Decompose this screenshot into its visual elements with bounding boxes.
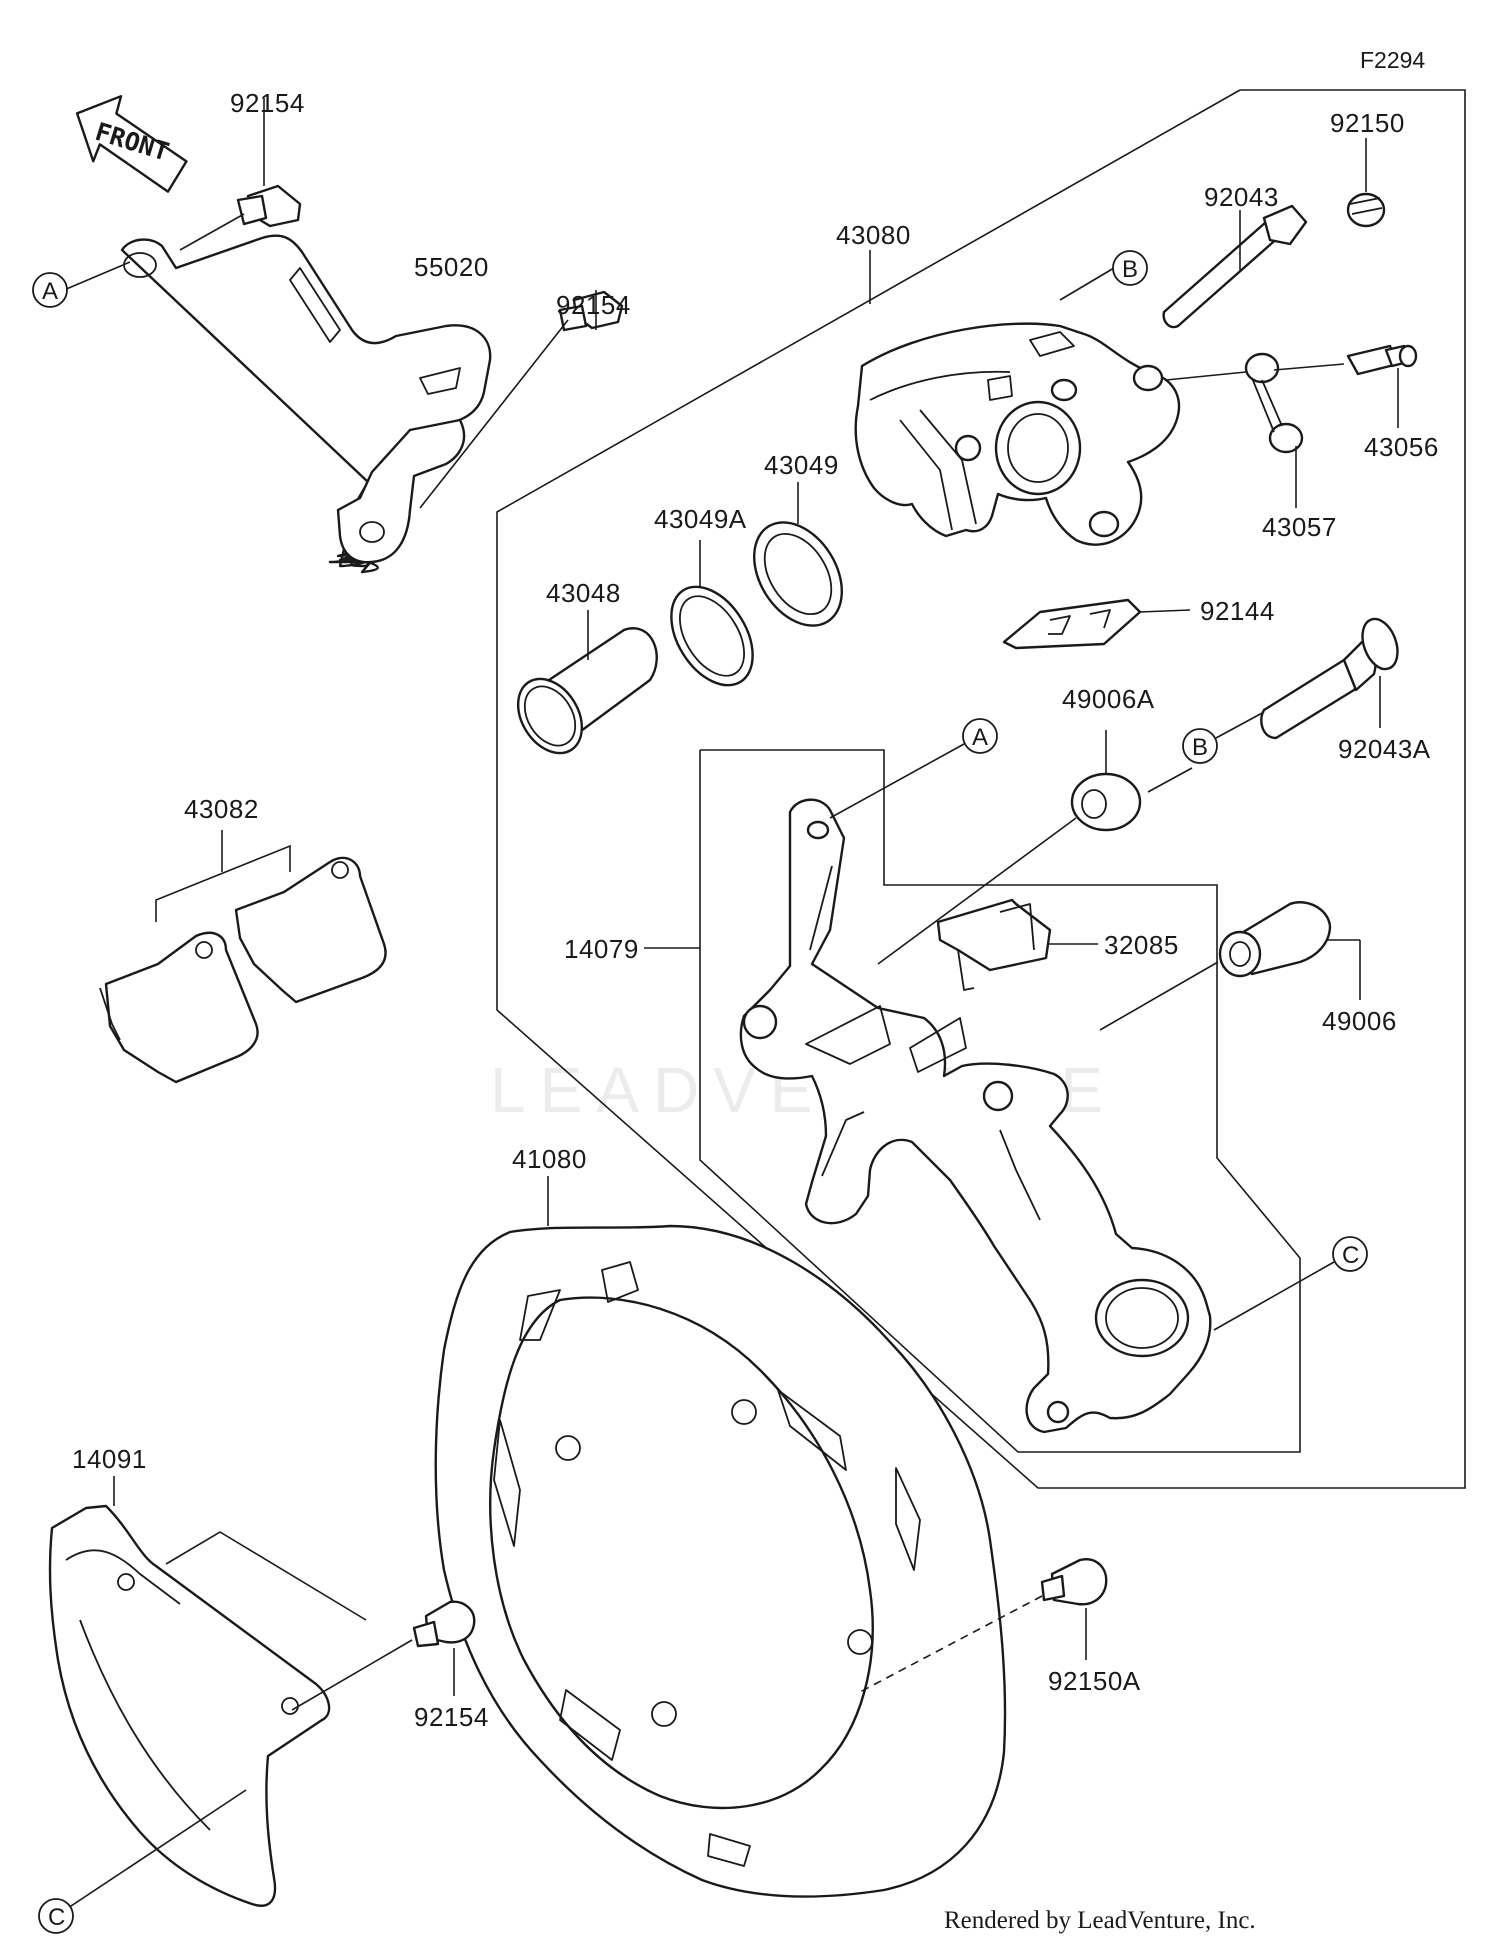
pedal-bracket-arm: [336, 418, 466, 564]
label-43082: 43082: [184, 794, 259, 824]
bushing-49006: [1099, 901, 1361, 1031]
label-92144: 92144: [1200, 596, 1275, 626]
label-43080: 43080: [836, 220, 911, 250]
label-32085: 32085: [1104, 930, 1179, 960]
label-14091: 14091: [72, 1444, 147, 1474]
seal-43049a: [670, 540, 754, 687]
bushing-49006a: [877, 730, 1193, 965]
label-92043a: 92043A: [1338, 734, 1431, 764]
svg-text:B: B: [1192, 734, 1208, 761]
caliper-body: [854, 322, 1181, 546]
label-92043: 92043: [1204, 182, 1279, 212]
bolt-92150a: [859, 1558, 1108, 1693]
label-43056: 43056: [1364, 432, 1439, 462]
assembly-43080-outline: [496, 89, 1466, 1489]
bleeder-cap-43057: [1165, 352, 1304, 508]
leader-c-bracket: [1213, 1261, 1335, 1331]
plug-92150: [1346, 138, 1386, 228]
bolt-92154-mid: [419, 290, 624, 509]
pad-spring-92144: [1002, 598, 1191, 650]
ref-circle-a-mid: A: [962, 718, 998, 754]
bleeder-valve-43056: [1273, 344, 1418, 428]
svg-text:C: C: [1342, 1242, 1359, 1269]
brake-pads-43082: [99, 830, 387, 1084]
label-92154-mid: 92154: [556, 290, 631, 320]
render-credit: Rendered by LeadVenture, Inc.: [944, 1907, 1256, 1934]
label-92150: 92150: [1330, 108, 1405, 138]
label-49006a: 49006A: [1062, 684, 1155, 714]
ref-circle-c-right: C: [1332, 1236, 1368, 1272]
bolt-92154-top: [179, 98, 302, 251]
label-41080: 41080: [512, 1144, 587, 1174]
clip-32085: [936, 898, 1098, 991]
disc-guard-14091: [48, 1476, 367, 1907]
label-49006: 49006: [1322, 1006, 1397, 1036]
label-43057: 43057: [1262, 512, 1337, 542]
brake-disc-41080: [434, 1176, 1007, 1898]
label-55020: 55020: [414, 252, 489, 282]
label-43049a: 43049A: [654, 504, 747, 534]
pin-92043a: [1215, 617, 1399, 740]
bolt-92154-bottom: [291, 1600, 476, 1711]
label-14079: 14079: [564, 934, 639, 964]
piston-43048: [516, 610, 658, 755]
label-92150a: 92150A: [1048, 1666, 1141, 1696]
label-92154-top: 92154: [230, 88, 305, 118]
diagram-code: F2294: [1360, 47, 1425, 73]
svg-text:C: C: [48, 1904, 65, 1931]
assembly-14079-outline: [699, 749, 1301, 1453]
label-92154-bottom: 92154: [414, 1702, 489, 1732]
ref-circle-b-mid: B: [1182, 728, 1218, 764]
label-43048: 43048: [546, 578, 621, 608]
front-arrow: FRONT: [75, 94, 188, 193]
ref-circle-a-bracket: A: [32, 261, 131, 308]
svg-text:B: B: [1122, 256, 1138, 283]
leader-c-guard: [67, 1789, 247, 1909]
pedal-bracket-55020: [120, 234, 492, 574]
leader-a-bracket: [829, 743, 965, 819]
bracket-hole: [359, 521, 385, 543]
caliper-bracket-14079: [739, 798, 1212, 1434]
ref-circle-c-guard: C: [38, 1898, 74, 1934]
ref-circle-b-top: B: [1112, 250, 1148, 286]
leader-b-top: [1059, 267, 1115, 301]
svg-text:A: A: [972, 724, 988, 751]
seal-43049: [752, 482, 844, 627]
label-43049: 43049: [764, 450, 839, 480]
pin-92043: [1162, 204, 1308, 329]
svg-text:A: A: [42, 278, 58, 305]
